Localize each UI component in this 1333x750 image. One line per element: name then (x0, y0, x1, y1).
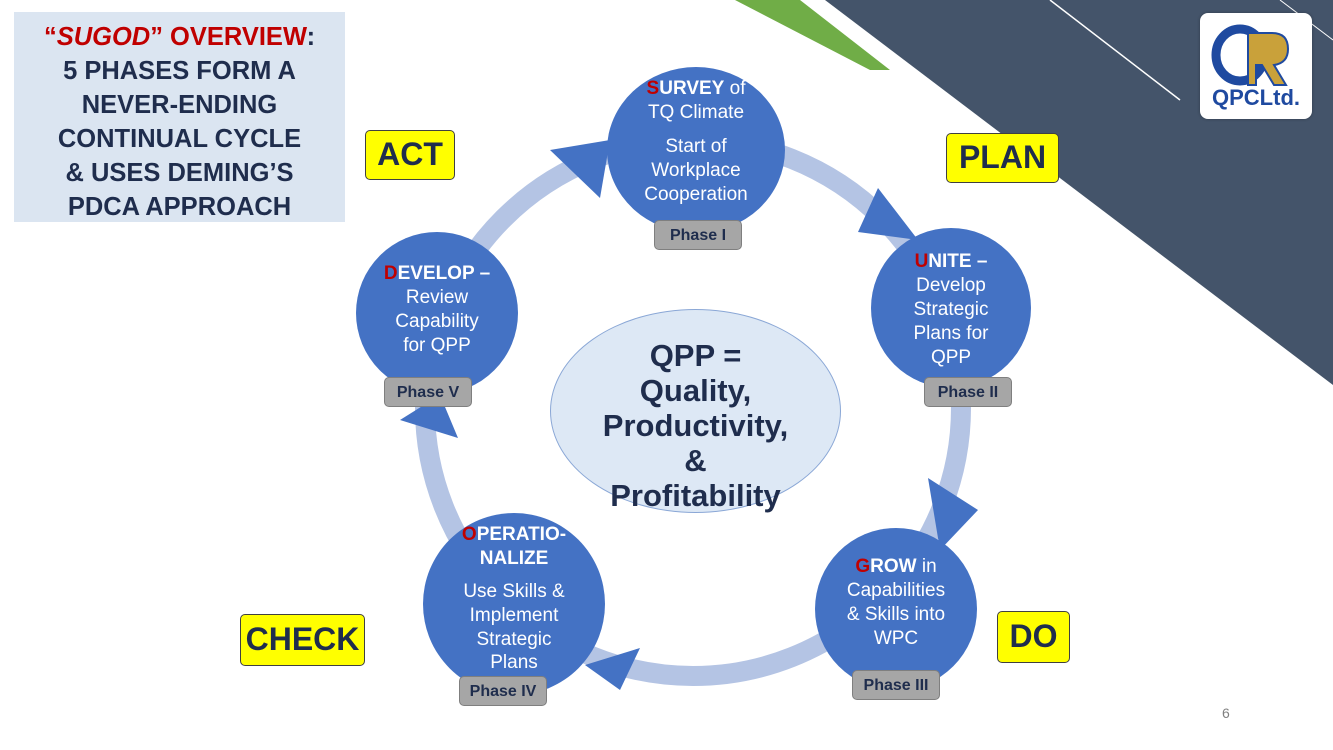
phase-iv-tag: Phase IV (459, 676, 547, 706)
page-number: 6 (1222, 705, 1230, 721)
grow-rest: ROW (870, 556, 917, 577)
operationalize-line-4: Implement (469, 605, 559, 626)
band-line (1049, 0, 1181, 101)
survey-of: of (724, 78, 746, 99)
operationalize-rest: PERATIO- (476, 524, 567, 545)
label-check: CHECK (240, 614, 365, 666)
unite-rest: NITE (928, 251, 972, 272)
develop-dash: – (474, 263, 491, 284)
survey-line-3: Start of (665, 136, 727, 157)
develop-line-4: for QPP (403, 335, 471, 356)
arrow-to-survey (550, 140, 610, 198)
title-sugod: SUGOD (56, 23, 151, 51)
title-line-1: “SUGOD” OVERVIEW: (14, 20, 345, 54)
operationalize-line-5: Strategic (476, 629, 552, 650)
phase-survey-circle: SURVEY of TQ Climate Start of Workplace … (607, 67, 785, 233)
qpc-logo-icon (1211, 24, 1290, 86)
unite-line-5: QPP (930, 347, 972, 368)
unite-dash: – (971, 251, 988, 272)
unite-title: UNITE – (871, 250, 1031, 274)
title-line-6: PDCA APPROACH (67, 193, 292, 221)
survey-line-5: Cooperation (644, 184, 748, 205)
survey-line-4: Workplace (651, 160, 741, 181)
operationalize-title: OPERATIO- (423, 523, 605, 547)
survey-initial: S (646, 78, 660, 99)
operationalize-line-2: NALIZE (479, 548, 549, 569)
center-line-4: & (684, 443, 707, 478)
phase-iii-tag: Phase III (852, 670, 940, 700)
arrow-to-operationalize (585, 648, 640, 690)
label-act: ACT (365, 130, 455, 180)
phase-develop-circle: DEVELOP – Review Capability for QPP (356, 232, 518, 394)
grow-line-2: Capabilities (846, 580, 946, 601)
logo-text: QPCLtd. (1212, 85, 1300, 110)
unite-line-2: Develop (916, 275, 986, 296)
phase-operationalize-circle: OPERATIO- NALIZE Use Skills & Implement … (423, 513, 605, 695)
survey-line-2: TQ Climate (647, 102, 745, 123)
center-qpp-ellipse: QPP = Quality, Productivity, & Profitabi… (550, 309, 841, 513)
survey-title: SURVEY of (607, 77, 785, 101)
title-line-2: 5 PHASES FORM A (63, 57, 296, 85)
title-quote-open: “ (43, 23, 57, 51)
arrow-to-grow (928, 478, 978, 550)
operationalize-initial: O (461, 524, 477, 545)
develop-line-2: Review (405, 287, 469, 308)
green-band (735, 0, 890, 70)
grow-initial: G (855, 556, 871, 577)
develop-rest: EVELOP (397, 263, 475, 284)
title-line-4: CONTINUAL CYCLE (57, 125, 302, 153)
phase-unite-circle: UNITE – Develop Strategic Plans for QPP (871, 228, 1031, 388)
center-line-3: Productivity, (602, 408, 789, 443)
unite-line-4: Plans for (913, 323, 989, 344)
grow-line-3: & Skills into (846, 604, 946, 625)
title-overview: OVERVIEW (162, 23, 307, 51)
slide-title: “SUGOD” OVERVIEW: 5 PHASES FORM A NEVER-… (14, 12, 345, 222)
arrow-to-unite (858, 188, 918, 240)
unite-line-3: Strategic (913, 299, 989, 320)
title-colon: : (306, 23, 316, 51)
grow-title: GROW in (815, 555, 977, 579)
survey-rest: URVEY (659, 78, 725, 99)
grow-in: in (916, 556, 937, 577)
operationalize-line-3: Use Skills & (463, 581, 565, 602)
center-line-1: QPP = (649, 338, 742, 373)
develop-title: DEVELOP – (356, 262, 518, 286)
phase-i-tag: Phase I (654, 220, 742, 250)
phase-v-tag: Phase V (384, 377, 472, 407)
develop-line-3: Capability (395, 311, 479, 332)
title-line-5: & USES DEMING’S (65, 159, 294, 187)
unite-initial: U (914, 251, 929, 272)
operationalize-line-6: Plans (490, 652, 538, 673)
company-logo: QPCLtd. (1200, 13, 1312, 119)
title-quote-close: ” (150, 23, 163, 51)
title-line-3: NEVER-ENDING (81, 91, 278, 119)
phase-grow-circle: GROW in Capabilities & Skills into WPC (815, 528, 977, 690)
label-do: DO (997, 611, 1070, 663)
center-line-5: Profitability (610, 478, 781, 513)
label-plan: PLAN (946, 133, 1059, 183)
grow-line-4: WPC (873, 628, 919, 649)
phase-ii-tag: Phase II (924, 377, 1012, 407)
develop-initial: D (383, 263, 398, 284)
center-line-2: Quality, (639, 373, 752, 408)
